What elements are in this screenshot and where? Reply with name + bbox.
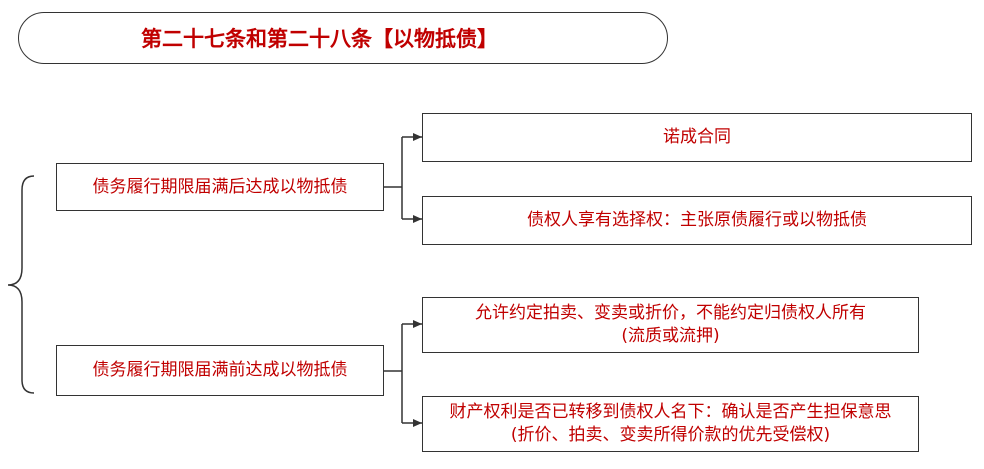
branch-2-child-2-line-2: (折价、拍卖、变卖所得价款的优先受偿权) bbox=[510, 425, 831, 445]
diagram-title: 第二十七条和第二十八条【以物抵债】 bbox=[141, 27, 498, 51]
branch-1-box: 债务履行期限届满后达成以物抵债 bbox=[56, 163, 384, 211]
branch-2-box: 债务履行期限届满前达成以物抵债 bbox=[56, 345, 384, 396]
branch-2-label: 债务履行期限届满前达成以物抵债 bbox=[92, 360, 348, 381]
branch-2-child-1-line-1: 允许约定拍卖、变卖或折价，不能约定归债权人所有 bbox=[475, 303, 866, 324]
branch-1-label: 债务履行期限届满后达成以物抵债 bbox=[92, 176, 348, 197]
branch-2-child-1: 允许约定拍卖、变卖或折价，不能约定归债权人所有 (流质或流押) bbox=[422, 297, 919, 353]
left-brace bbox=[7, 175, 35, 394]
title-box: 第二十七条和第二十八条【以物抵债】 bbox=[18, 12, 668, 64]
branch-2-child-1-line-2: (流质或流押) bbox=[621, 326, 720, 346]
branch-2-child-2: 财产权利是否已转移到债权人名下：确认是否产生担保意思 (折价、拍卖、变卖所得价款… bbox=[422, 396, 919, 452]
branch-1-child-2: 债权人享有选择权：主张原债履行或以物抵债 bbox=[422, 196, 972, 245]
branch-2-connector bbox=[384, 320, 422, 427]
branch-2-child-2-line-1: 财产权利是否已转移到债权人名下：确认是否产生担保意思 bbox=[449, 402, 892, 423]
branch-1-child-1: 诺成合同 bbox=[422, 113, 972, 162]
branch-1-child-2-text: 债权人享有选择权：主张原债履行或以物抵债 bbox=[527, 210, 867, 231]
branch-1-connector bbox=[384, 133, 422, 223]
branch-1-child-1-text: 诺成合同 bbox=[663, 127, 731, 148]
